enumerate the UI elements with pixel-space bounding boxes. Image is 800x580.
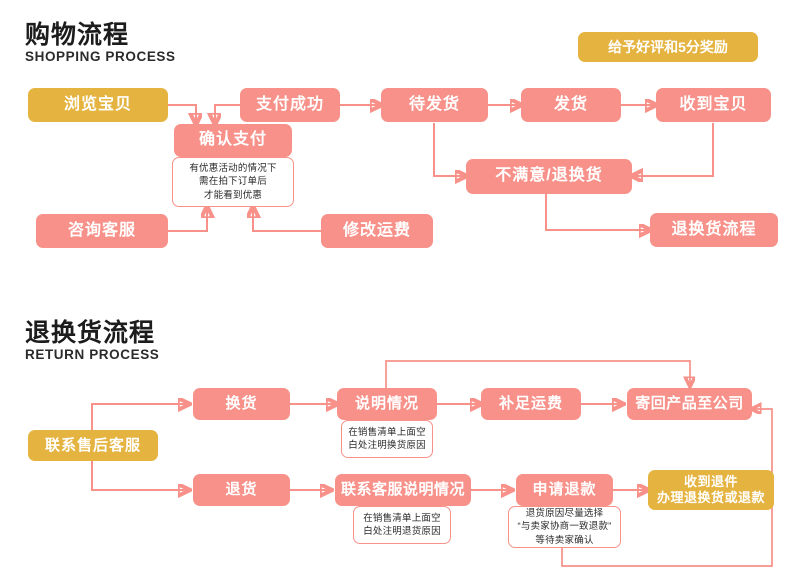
note-line: 有优惠活动的情况下 — [189, 162, 277, 174]
link-service-to-return — [91, 461, 189, 490]
note-line: 退货原因尽量选择 — [525, 507, 604, 519]
shopping-section-heading: 购物流程 SHOPPING PROCESS — [25, 22, 176, 65]
node-shipped[interactable]: 发货 — [521, 88, 621, 122]
node-apply-refund[interactable]: 申请退款 — [516, 474, 613, 506]
note-confirm-payment: 有优惠活动的情况下 需在拍下订单后 才能看到优惠 — [172, 157, 294, 207]
node-modify-freight[interactable]: 修改运费 — [321, 214, 433, 248]
received-parcel-line-2: 办理退换货或退款 — [656, 490, 765, 505]
note-line: 在销售清单上面空 — [363, 512, 441, 524]
received-parcel-line-1: 收到退件 — [683, 474, 738, 490]
link-freight-to-confirm — [253, 207, 321, 232]
note-line: 在销售清单上面空 — [348, 426, 426, 438]
node-confirm-payment[interactable]: 确认支付 — [174, 124, 292, 157]
node-explain-situation[interactable]: 说明情况 — [337, 388, 437, 420]
return-title-cn: 退换货流程 — [25, 319, 156, 347]
note-line: 白处注明退货原因 — [363, 526, 441, 537]
note-line: 等待卖家确认 — [535, 534, 594, 546]
link-received-to-dissatisfied — [632, 123, 714, 176]
node-contact-service-explain[interactable]: 联系客服说明情况 — [335, 474, 471, 506]
note-exchange-reason: 在销售清单上面空 白处注明换货原因 — [341, 420, 433, 458]
link-explain-bypass-to-sendback — [385, 360, 690, 388]
link-dissatisfied-to-returnflow — [545, 194, 650, 230]
note-line: “与卖家协商一致退款” — [517, 521, 612, 533]
note-return-reason: 在销售清单上面空 白处注明退货原因 — [353, 506, 451, 544]
node-pay-success[interactable]: 支付成功 — [240, 88, 340, 122]
node-dissatisfied-return[interactable]: 不满意/退换货 — [466, 159, 632, 194]
node-received-item[interactable]: 收到宝贝 — [656, 88, 771, 122]
node-browse-item[interactable]: 浏览宝贝 — [28, 88, 168, 122]
link-consult-to-confirm — [168, 207, 207, 232]
note-refund-reason: 退货原因尽量选择 “与卖家协商一致退款” 等待卖家确认 — [508, 506, 621, 548]
node-send-back-to-company[interactable]: 寄回产品至公司 — [627, 388, 752, 420]
return-section-heading: 退换货流程 RETURN PROCESS — [25, 320, 159, 363]
note-line: 需在拍下订单后 — [199, 176, 267, 188]
return-title-en: RETURN PROCESS — [25, 347, 160, 363]
node-consult-service[interactable]: 咨询客服 — [36, 214, 168, 248]
node-received-parcel-process[interactable]: 收到退件 办理退换货或退款 — [648, 470, 774, 510]
shopping-title-cn: 购物流程 — [25, 21, 130, 49]
node-return-process-link[interactable]: 退换货流程 — [650, 213, 778, 247]
note-line: 才能看到优惠 — [203, 189, 263, 201]
node-await-shipment[interactable]: 待发货 — [381, 88, 488, 122]
node-contact-after-sales[interactable]: 联系售后客服 — [28, 430, 158, 461]
node-give-good-review[interactable]: 给予好评和5分奖励 — [578, 32, 758, 62]
link-awaitship-to-dissatisfied — [433, 123, 466, 176]
node-pay-extra-freight[interactable]: 补足运费 — [481, 388, 581, 420]
shopping-title-en: SHOPPING PROCESS — [25, 49, 176, 65]
node-exchange[interactable]: 换货 — [193, 388, 290, 420]
note-line: 白处注明换货原因 — [348, 440, 426, 451]
link-browse-to-confirm — [168, 104, 196, 124]
link-paysuccess-to-confirm — [215, 104, 240, 124]
node-return-goods[interactable]: 退货 — [193, 474, 290, 506]
link-service-to-exchange — [91, 404, 189, 430]
